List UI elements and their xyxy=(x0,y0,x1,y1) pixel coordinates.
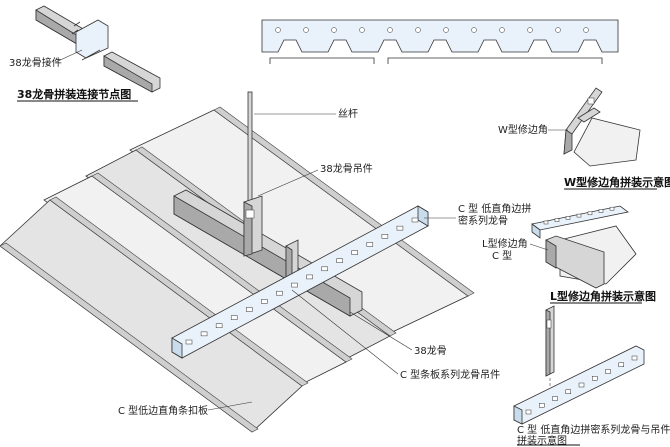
assembly-hole xyxy=(552,396,558,401)
rod-label: 丝杆 xyxy=(338,108,358,120)
assembly-hole xyxy=(618,362,624,367)
ltrim-hole xyxy=(609,206,615,211)
c-assembly-detail xyxy=(513,305,645,425)
l-trim-detail xyxy=(531,205,637,289)
l-trim-diagram-title: L型修边角拼装示意图 xyxy=(550,289,656,303)
main-ceiling-assembly xyxy=(0,91,475,433)
assembly-hole xyxy=(631,355,638,361)
c-assembly-label-line1: C 型 低直角边拼密系列龙骨与吊件 xyxy=(517,423,670,436)
assembly-hole xyxy=(592,376,598,381)
strip-hole xyxy=(527,27,533,33)
c-strip-hanger-label: C 型条板系列龙骨吊件 xyxy=(400,368,500,381)
strip-hole xyxy=(583,27,589,33)
strip-hole xyxy=(331,27,337,33)
carrier-hole xyxy=(381,234,389,239)
connector-detail-title: 38龙骨拼装连接节点图 xyxy=(17,87,131,101)
carrier-hole xyxy=(351,250,358,255)
carrier-hole xyxy=(291,282,298,288)
connector-label: 38龙骨接件 xyxy=(9,56,62,69)
w-trim-detail xyxy=(563,87,641,167)
ltrim-hole xyxy=(576,213,582,218)
c-keel-label-line2: 密系列龙骨 xyxy=(458,214,508,227)
assembly-hole xyxy=(565,389,571,394)
assembly-hole xyxy=(605,369,611,374)
keel-connector-detail xyxy=(35,5,161,93)
keel-38-label: 38龙骨 xyxy=(414,344,447,357)
strip-hole xyxy=(415,27,421,33)
strip-hole xyxy=(303,27,309,33)
ltrim-hole xyxy=(565,216,571,220)
carrier-hole xyxy=(246,307,253,312)
carrier-hole xyxy=(215,323,223,328)
ltrim-hole xyxy=(543,220,549,225)
carrier-hole xyxy=(321,266,328,272)
assembly-hole xyxy=(539,403,545,408)
carrier-hole xyxy=(230,315,238,320)
assembly-hole xyxy=(525,409,532,415)
strip-hole xyxy=(443,27,449,33)
strip-hole xyxy=(387,27,393,33)
carrier-hole xyxy=(396,225,404,231)
hanging-rod xyxy=(247,91,253,207)
carrier-hole xyxy=(185,339,193,345)
carrier-hole xyxy=(411,217,419,223)
carrier-hole xyxy=(200,331,208,337)
carrier-hole xyxy=(276,290,283,296)
c-assembly-label-line2: 拼装示意图 xyxy=(517,434,567,447)
strip-hole xyxy=(359,27,365,33)
w-trim-label: W型修边角 xyxy=(498,123,548,136)
l-trim-label: L型修边角 xyxy=(482,237,528,250)
ltrim-hole xyxy=(587,211,593,216)
strip-hole xyxy=(555,27,561,33)
ltrim-hole xyxy=(598,209,604,213)
hanger-38-label: 38龙骨吊件 xyxy=(320,162,373,175)
strip-hole xyxy=(275,27,281,33)
c-strip-panel-label: C 型低边直角条扣板 xyxy=(118,404,208,417)
carrier-hole xyxy=(366,242,374,247)
carrier-hole xyxy=(261,299,268,304)
keel-strip-elevation xyxy=(261,19,619,64)
c-type-label: C 型 xyxy=(492,249,512,262)
assembly-hole xyxy=(578,382,585,388)
carrier-hole xyxy=(306,274,313,280)
ltrim-hole xyxy=(554,218,560,222)
w-trim-diagram-title: W型修边角拼装示意图 xyxy=(564,175,670,189)
strip-hole xyxy=(471,27,477,33)
carrier-hole xyxy=(336,258,343,263)
c-keel-label-line1: C 型 低直角边拼 xyxy=(458,202,531,215)
strip-hole xyxy=(499,27,505,33)
